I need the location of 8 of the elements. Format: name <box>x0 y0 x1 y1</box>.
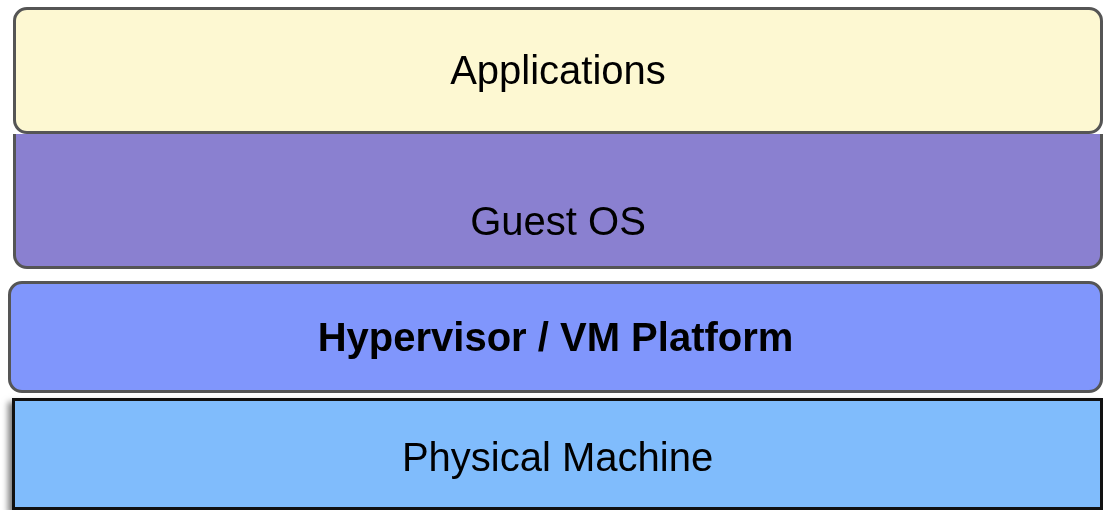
layer-box <box>13 7 1103 134</box>
layer-label: Guest OS <box>470 199 646 244</box>
layer-label: Physical Machine <box>401 435 714 480</box>
layer-box <box>12 398 1103 510</box>
layer-box <box>8 281 1103 393</box>
layer-box <box>13 134 1103 269</box>
layer-label: Applications <box>450 48 666 93</box>
layer-label: Hypervisor / VM Platform <box>317 314 794 360</box>
